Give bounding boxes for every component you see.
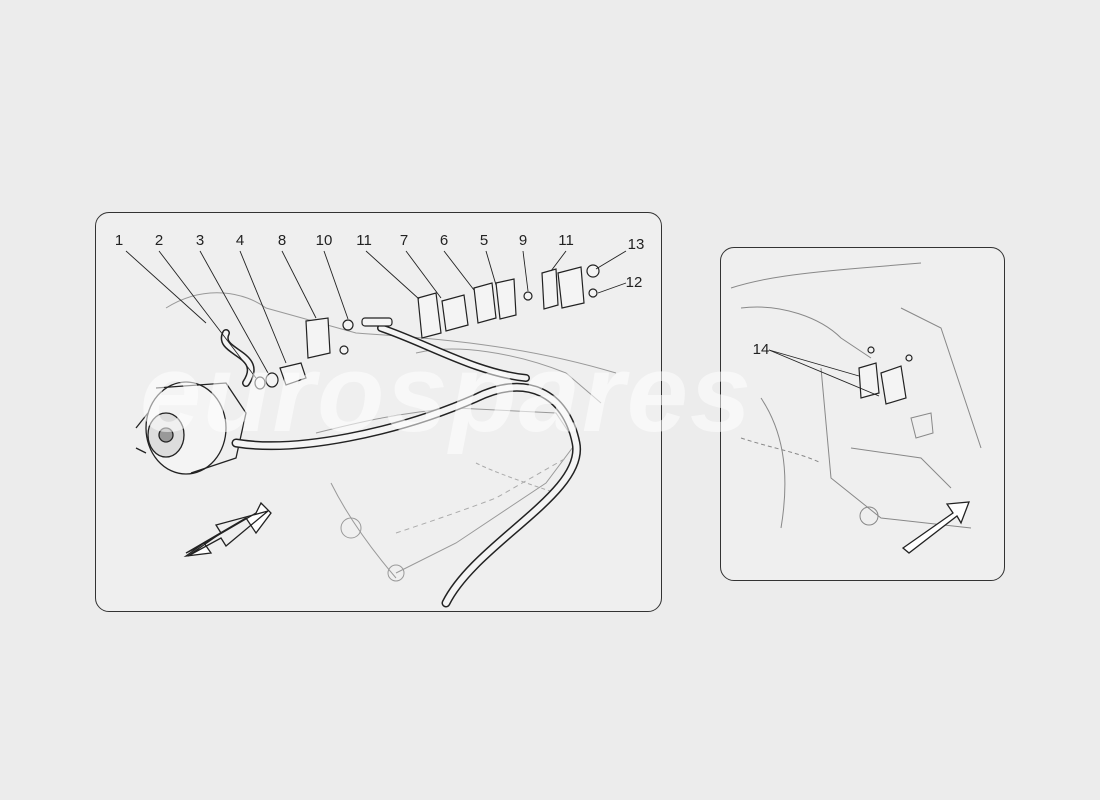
- callout-4: 4: [235, 232, 245, 249]
- main-diagram-panel: 1 2 3 4 8 10 11 7 6 5 9 11 13 12: [95, 212, 662, 612]
- callout-10: 10: [315, 232, 333, 249]
- engine-drawing: [125, 250, 627, 608]
- inset-direction-arrow: [901, 501, 970, 554]
- callout-13: 13: [627, 236, 645, 253]
- alternator: [135, 381, 247, 475]
- inset-diagram-panel: 14: [720, 247, 1005, 581]
- callout-7: 7: [399, 232, 409, 249]
- callout-11-right: 11: [558, 232, 574, 249]
- callout-9: 9: [518, 232, 528, 249]
- front-arrow: [187, 510, 269, 557]
- callout-6: 6: [439, 232, 449, 249]
- callout-5: 5: [479, 232, 489, 249]
- callout-1: 1: [114, 232, 124, 249]
- callout-3: 3: [195, 232, 205, 249]
- callout-2: 2: [154, 232, 164, 249]
- inset-drawing: [730, 262, 982, 554]
- callout-12: 12: [625, 274, 643, 291]
- callout-14: 14: [752, 341, 770, 358]
- callout-11-left: 11: [356, 232, 372, 249]
- callout-8: 8: [277, 232, 287, 249]
